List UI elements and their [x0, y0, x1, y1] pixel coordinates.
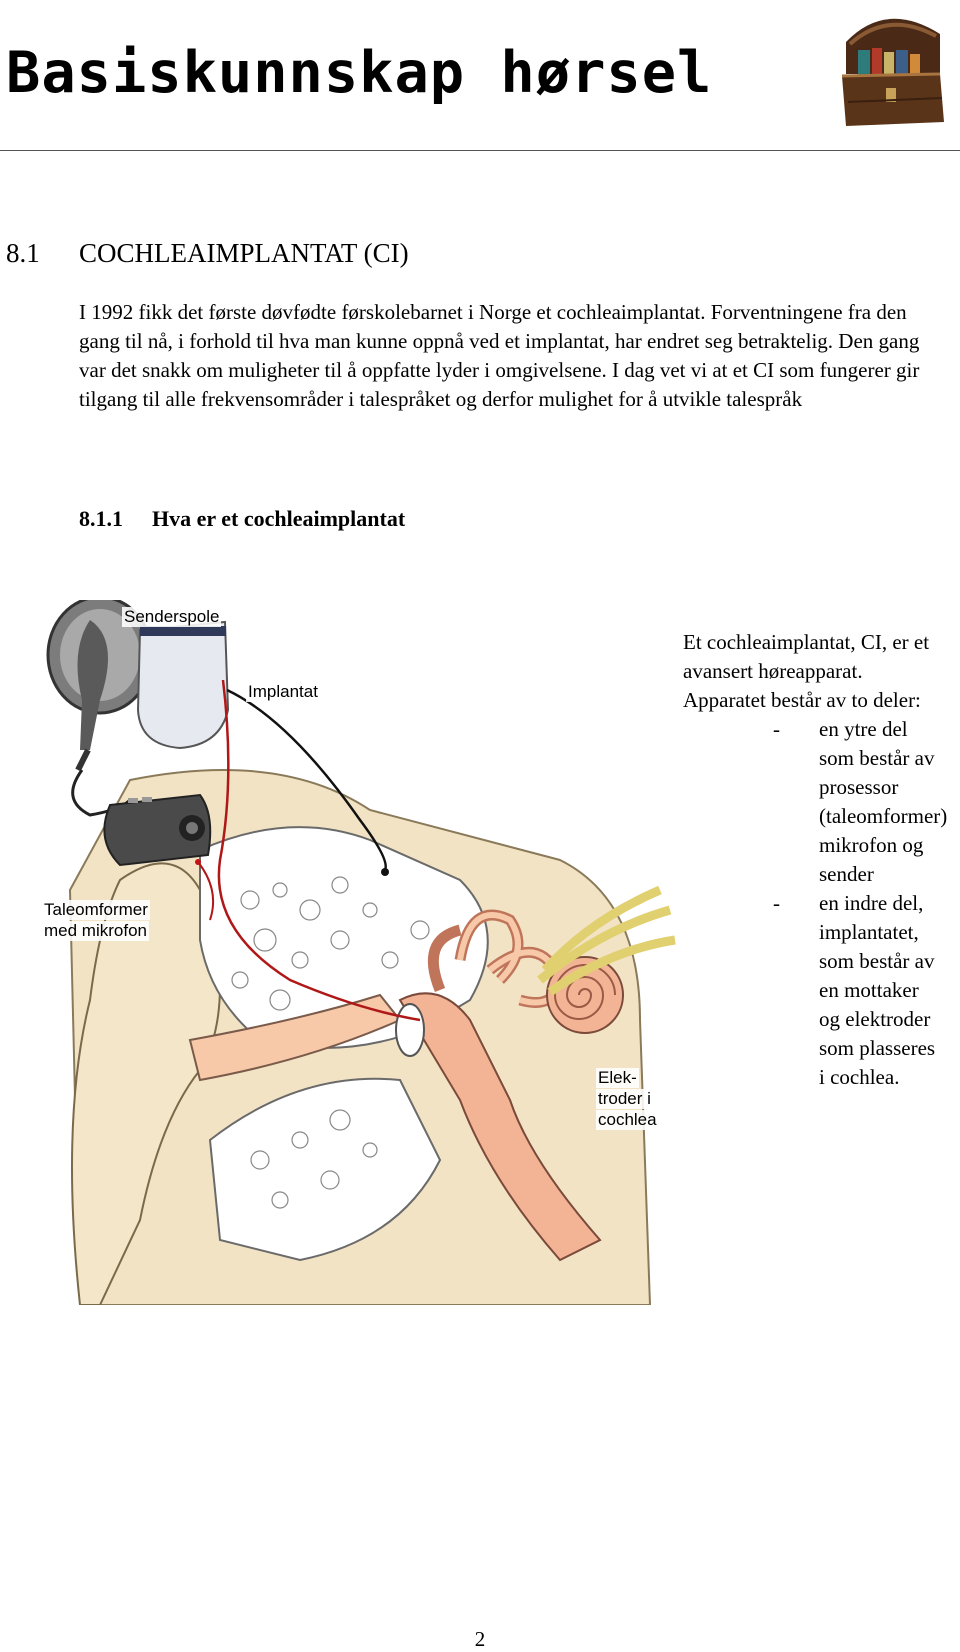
treasure-chest-icon [828, 4, 954, 130]
label-taleomformer-line1: Taleomformer [42, 900, 150, 920]
section-number: 8.1 [6, 238, 40, 268]
label-implantat: Implantat [246, 682, 320, 702]
label-senderspole: Senderspole [122, 607, 222, 627]
label-elektroder-line1: Elek- [596, 1068, 639, 1088]
list-item-inner-text: en indre del, implantatet, som består av… [819, 891, 936, 1089]
list-dash: - [773, 891, 780, 915]
figure-description: Et cochleaimplantat, CI, er et avansert … [683, 628, 947, 1092]
subsection-number: 8.1.1 [79, 506, 123, 531]
ear-anatomy-illustration [46, 595, 676, 1306]
page-header-title: Basiskunnskap hørsel [6, 40, 713, 106]
label-elektroder-line2: troder i [596, 1089, 653, 1109]
list-item-inner-part: - en indre del, implantatet, som består a… [773, 889, 943, 1092]
figure-description-intro: Et cochleaimplantat, CI, er et avansert … [683, 630, 930, 712]
label-taleomformer-line2: med mikrofon [42, 921, 149, 941]
list-dash: - [773, 717, 780, 741]
list-item-outer-part: - en ytre del som består av prosessor (ta… [773, 715, 947, 889]
header-divider [0, 150, 960, 151]
intro-paragraph: I 1992 fikk det første døvfødte førskole… [79, 300, 920, 411]
page-number: 2 [474, 1627, 486, 1651]
subsection-title: Hva er et cochleaimplantat [152, 506, 406, 531]
label-elektroder-line3: cochlea [596, 1110, 659, 1130]
section-title: COCHLEAIMPLANTAT (CI) [79, 238, 409, 268]
cochlear-implant-figure: Senderspole Implantat Taleomformer med m… [40, 595, 680, 1306]
list-item-outer-text: en ytre del som består av prosessor (tal… [819, 717, 948, 886]
